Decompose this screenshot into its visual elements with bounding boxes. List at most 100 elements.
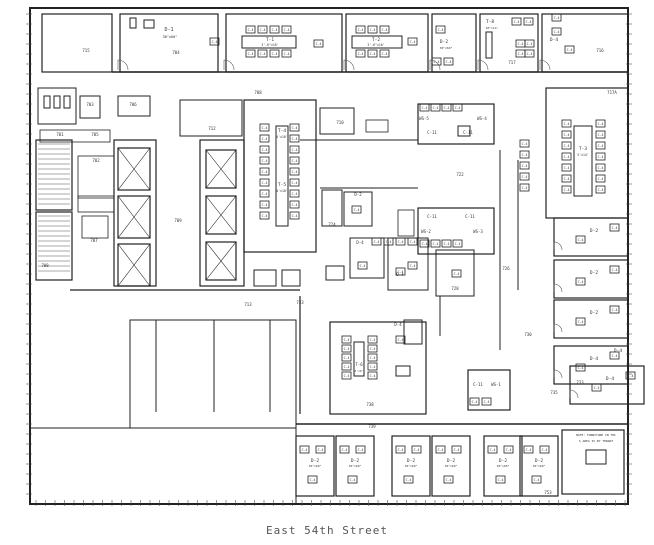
chair-pair [397,209,415,237]
chair-label: C-4 [522,175,528,179]
cabinet-label: C-11 [465,214,475,219]
office-d2-right [553,345,629,385]
stall [53,95,61,109]
room-719 [253,269,277,287]
conf-t4-name: T-4 [278,128,286,134]
chair [503,445,514,454]
chair [519,139,530,148]
office-bottom [483,435,523,497]
chair [561,163,572,172]
chair [355,49,366,58]
chair-label: C-4 [382,28,388,32]
office-d2-name: D-2 [407,458,415,464]
chair-label: C-4 [370,52,376,56]
chair-label: C-4 [444,242,450,246]
chair [289,211,300,220]
chair-label: C-4 [434,60,440,64]
chair-label: C-4 [612,268,618,272]
chair-label: C-4 [410,40,416,44]
chair [245,25,256,34]
ws-4-label: WS-4 [477,116,487,121]
conf-t8-size: 30"x14' [486,26,499,30]
conference-t2-room [345,13,429,73]
chair [595,185,606,194]
chair-label: C-4 [344,356,350,360]
chair-label: C-4 [360,264,366,268]
conf-t5-name: T-5 [278,182,286,188]
chair-label: C-4 [578,320,584,324]
chair-label: C-4 [455,242,461,246]
door-swing [569,389,579,399]
chair-label: C-4 [358,28,364,32]
chair-label: C-4 [433,106,439,110]
chair [575,277,586,286]
stair-south [35,211,73,281]
office-d2-name: D-2 [440,39,448,45]
lounge-chair [395,365,411,377]
room-number: 753 [544,490,552,495]
door-swing [117,59,129,71]
ws-3-label: WS-3 [473,229,483,234]
chair-label: C-4 [514,20,520,24]
chair-label: C-4 [628,374,634,378]
room-715 [41,13,113,73]
chair [315,445,326,454]
room-710 [319,107,355,135]
room-number: 717A [607,90,617,95]
elevator-bank-2 [199,139,245,287]
conference-table-t2 [351,35,403,49]
printer [457,125,471,137]
ws-2-label: WS-2 [421,229,431,234]
chair-label: C-4 [386,240,392,244]
chair-label: C-4 [554,30,560,34]
room-746 [325,265,345,281]
office-d4-name: D-4 [550,37,558,43]
chair-label: C-4 [344,365,350,369]
chair [595,174,606,183]
chair-label: C-4 [344,347,350,351]
office-d2-name: D-2 [354,192,362,197]
office-d2-name: D-2 [447,458,455,464]
chair-label: C-4 [292,159,298,163]
conf-t2-size: 3'-6"x16' [367,43,384,47]
chair-label: C-4 [292,148,298,152]
office-bottom [295,435,335,497]
chair-label: C-4 [433,242,439,246]
chair [341,335,352,344]
lower-left-zone [29,427,297,505]
chair-label: C-4 [564,177,570,181]
office-d2-mid [343,191,373,227]
chair [561,174,572,183]
room-number: 733 [576,380,584,385]
door-swing [539,59,551,71]
chair-label: C-4 [564,155,570,159]
chair-label: C-4 [382,52,388,56]
office-d2-size: 30"x60" [445,464,458,468]
chair-label: C-4 [498,478,504,482]
chair [367,25,378,34]
chair-label: C-4 [358,448,364,452]
office-d2-name: D-2 [311,458,319,464]
chair [609,223,620,232]
chair [395,237,406,246]
chair-label: C-4 [526,20,532,24]
chair [341,371,352,380]
chair [595,163,606,172]
chair-label: C-4 [598,155,604,159]
elevator-x [117,243,151,287]
chair-label: C-4 [598,133,604,137]
conference-t6-room [329,321,427,415]
chair-label: C-4 [262,192,268,196]
conf-t3-name: T-3 [579,146,587,152]
chair [524,49,535,58]
office-d2-size: 30"x60" [405,464,418,468]
chair [245,49,256,58]
chair-label: C-4 [444,106,450,110]
office-d2-size: 30"x60" [309,464,322,468]
chair [531,475,542,484]
cabinet-label: C-11 [427,130,437,135]
chair [519,183,530,192]
chair-label: C-4 [358,52,364,56]
chair [561,185,572,194]
office-d2-name: D-2 [351,458,359,464]
